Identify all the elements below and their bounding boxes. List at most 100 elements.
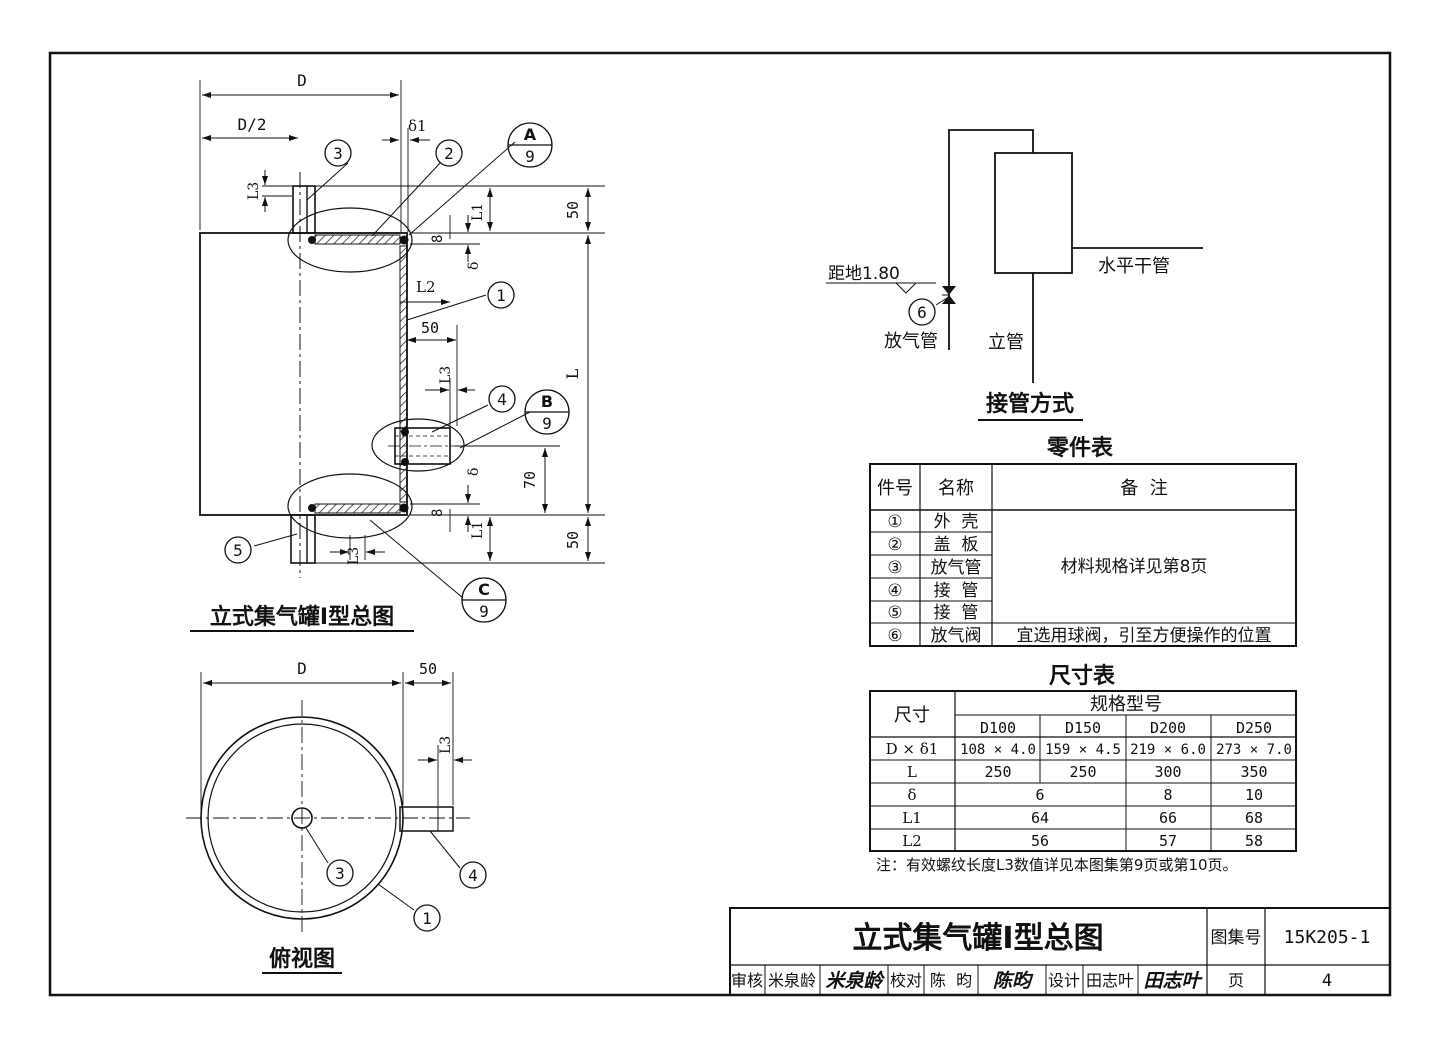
atlas-number: 15K205-1	[1284, 927, 1371, 948]
sheet-border	[48, 51, 1392, 997]
dim-L1-bottom-label: L1	[470, 521, 486, 539]
top-dim-D-label: D	[297, 659, 307, 678]
detail-ref-C: C 9	[461, 577, 507, 623]
parts-row: ⑥ 放气阀	[887, 626, 981, 646]
svg-text:③: ③	[887, 558, 902, 578]
page-number: 4	[1322, 971, 1332, 991]
detail-ref-A: A 9	[507, 122, 553, 168]
size-row-label: L1	[902, 809, 922, 827]
reviewer-signature: 米泉龄	[825, 970, 885, 992]
svg-text:放气管: 放气管	[931, 558, 982, 578]
main-pipe-label: 水平干管	[1098, 256, 1170, 277]
design-label: 设计	[1048, 971, 1080, 990]
elevation-mark-icon	[894, 282, 918, 294]
svg-text:9: 9	[479, 602, 489, 621]
parts-row: ① 外 壳	[887, 512, 978, 532]
svg-text:A: A	[524, 125, 537, 144]
callout-1: 1	[487, 281, 515, 309]
parts-header-no: 件号	[877, 478, 913, 499]
size-cell: 58	[1245, 832, 1263, 850]
top-callout-1: 1	[413, 904, 441, 932]
size-cell: 159 × 4.5	[1045, 742, 1121, 758]
dim-delta1-label: δ1	[408, 117, 427, 135]
size-cell: 250	[1069, 763, 1096, 781]
dim-L3-bottom-label: L3	[346, 547, 362, 565]
size-cell: 108 × 4.0	[960, 742, 1036, 758]
svg-text:⑤: ⑤	[887, 603, 902, 623]
piping-callout-6: 6	[908, 298, 936, 326]
top-view: D 50 L3 3 1 4 俯视图	[186, 659, 487, 974]
dim-delta-top-label: δ	[466, 262, 482, 270]
size-group-header: 规格型号	[1090, 694, 1162, 715]
svg-text:①: ①	[887, 512, 902, 532]
top-callout-3: 3	[326, 859, 354, 887]
svg-text:接 管: 接 管	[934, 603, 979, 623]
top-view-title: 俯视图	[269, 946, 335, 972]
parts-row: ⑤ 接 管	[887, 603, 978, 623]
dim-D-label: D	[297, 71, 307, 90]
reviewer-name: 米泉龄	[768, 971, 816, 990]
parts-note-row6: 宜选用球阀，引至方便操作的位置	[1017, 626, 1272, 646]
size-model-D150: D150	[1065, 719, 1101, 737]
callout-2: 2	[435, 139, 463, 167]
detail-ref-B: B 9	[524, 389, 570, 435]
review-label: 审核	[731, 971, 763, 990]
size-table-title: 尺寸表	[1049, 664, 1116, 689]
parts-row: ② 盖 板	[887, 535, 978, 555]
size-model-D250: D250	[1236, 719, 1272, 737]
piping-title: 接管方式	[986, 391, 1074, 417]
size-cell: 350	[1240, 763, 1267, 781]
svg-text:接 管: 接 管	[934, 581, 979, 601]
parts-table-title: 零件表	[1046, 436, 1114, 461]
check-label: 校对	[890, 971, 922, 990]
parts-row: ④ 接 管	[887, 581, 978, 601]
size-cell: 10	[1245, 786, 1263, 804]
svg-text:9: 9	[542, 414, 552, 433]
parts-note-merged: 材料规格详见第8页	[1061, 557, 1208, 577]
size-table-note: 注：有效螺纹长度L3数值详见本图集第9页或第10页。	[876, 856, 1238, 874]
designer-signature: 田志叶	[1143, 970, 1203, 992]
parts-header-name: 名称	[938, 478, 974, 499]
dim-eight-top-label: 8	[430, 235, 446, 243]
tank-shell	[199, 232, 408, 516]
vent-pipe	[292, 185, 316, 234]
callout-4: 4	[488, 385, 516, 413]
svg-text:B: B	[541, 392, 553, 411]
top-callout-4: 4	[459, 861, 487, 889]
piping-height-label: 距地1.80	[828, 264, 900, 284]
size-cell: 64	[1031, 809, 1049, 827]
svg-text:⑥: ⑥	[887, 626, 902, 646]
checker-signature: 陈昀	[993, 970, 1034, 992]
top-dim-L3-label: L3	[438, 736, 454, 754]
dim-pipe-50-label: 50	[421, 319, 439, 337]
svg-text:C: C	[478, 580, 490, 599]
drawing-title: 立式集气罐Ⅰ型总图	[852, 921, 1103, 956]
callout-3: 3	[324, 139, 352, 167]
riser-label: 立管	[988, 332, 1024, 353]
svg-text:3: 3	[335, 864, 345, 883]
size-row-label: δ	[907, 786, 916, 804]
size-cell: 68	[1245, 809, 1263, 827]
size-cell: 8	[1163, 786, 1172, 804]
size-col-header: 尺寸	[894, 705, 930, 726]
top-dim-50-label: 50	[419, 660, 437, 678]
checker-name: 陈 昀	[930, 971, 972, 990]
parts-header-note: 备 注	[1120, 478, 1167, 499]
title-block: 立式集气罐Ⅰ型总图 图集号 15K205-1 审核 米泉龄 米泉龄 校对 陈 昀…	[729, 907, 1391, 996]
piping-diagram: 距地1.80 6 放气管 立管 水平干管 接管方式	[826, 129, 1203, 421]
parts-table: 零件表 件号 名称 备 注 ① 外 壳 ② 盖 板 ③ 放气管 ④ 接 管 ⑤	[869, 436, 1297, 647]
svg-text:②: ②	[887, 535, 902, 555]
svg-text:盖 板: 盖 板	[934, 535, 979, 555]
dim-70-label: 70	[521, 471, 539, 489]
dim-L1-top-label: L1	[470, 203, 486, 221]
dim-L-label: L	[563, 368, 582, 379]
svg-text:放气阀: 放气阀	[931, 626, 982, 646]
size-row-label: D × δ1	[886, 740, 939, 758]
front-view-title: 立式集气罐Ⅰ型总图	[210, 604, 394, 630]
size-model-D200: D200	[1150, 719, 1186, 737]
dim-bottom-50-label: 50	[564, 531, 582, 549]
size-cell: 273 × 7.0	[1216, 742, 1292, 758]
svg-text:3: 3	[333, 144, 343, 163]
dim-L3-pipe-label: L3	[438, 366, 454, 384]
